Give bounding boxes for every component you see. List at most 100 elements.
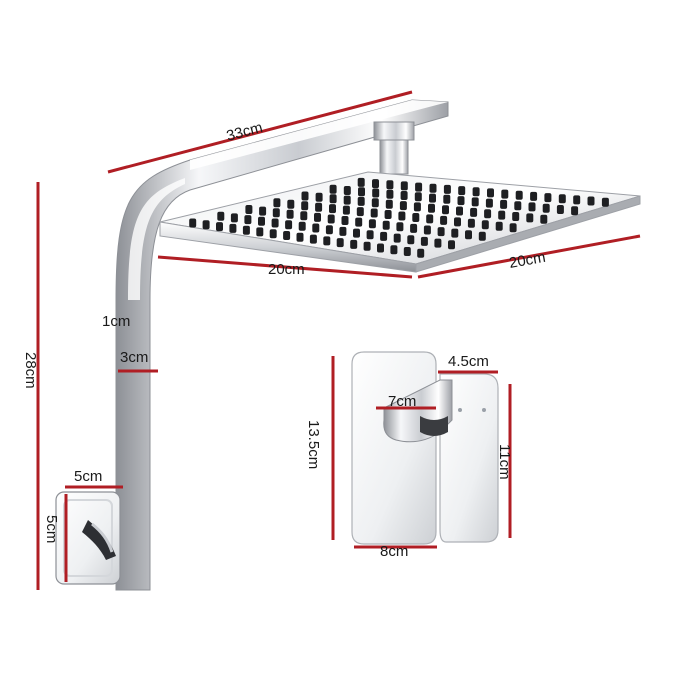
nozzle (230, 213, 238, 223)
nozzle (440, 215, 448, 225)
label-handle-height: 11cm (496, 444, 513, 480)
nozzle (457, 196, 465, 206)
nozzle (526, 213, 534, 223)
nozzle (571, 206, 579, 216)
nozzle (410, 223, 418, 233)
nozzle (515, 190, 523, 200)
nozzle (286, 209, 294, 219)
nozzle (587, 196, 595, 206)
nozzle (498, 210, 506, 220)
shower-head (159, 171, 641, 273)
nozzle (327, 214, 335, 224)
dimension-lines (36, 90, 641, 590)
nozzle (258, 216, 265, 226)
wall-elbow-plate (55, 491, 121, 585)
nozzle (296, 232, 304, 242)
nozzle (429, 183, 437, 193)
dim-line-arm-length (107, 90, 413, 174)
nozzle (443, 184, 451, 194)
nozzle (312, 223, 320, 233)
nozzle (478, 231, 486, 241)
nozzle (372, 179, 379, 189)
nozzle (343, 195, 351, 205)
nozzle (329, 194, 337, 204)
nozzle (500, 199, 508, 209)
nozzle (456, 206, 463, 216)
nozzle (244, 215, 252, 225)
nozzle (372, 188, 380, 198)
label-base-width: 5cm (74, 468, 102, 485)
nozzle (363, 241, 371, 251)
nozzle (542, 203, 550, 213)
mixer (351, 351, 499, 545)
nozzle (343, 186, 351, 195)
nozzle (315, 202, 323, 212)
nozzle (202, 220, 210, 230)
nozzle (342, 205, 350, 215)
nozzle (512, 212, 520, 221)
label-base-height: 5cm (43, 515, 60, 543)
nozzle (380, 231, 388, 241)
shower-head-nozzles (189, 177, 609, 258)
nozzle (217, 211, 225, 221)
wall-elbow-spout (82, 520, 116, 560)
nozzle (242, 225, 250, 235)
nozzle (256, 227, 264, 237)
nozzle (407, 235, 415, 245)
nozzle (471, 197, 479, 207)
nozzle (437, 227, 445, 237)
head-connector (373, 121, 415, 175)
cold-indicator (482, 408, 486, 412)
label-handle-length: 7cm (388, 393, 416, 410)
nozzle (414, 192, 422, 202)
nozzle (272, 208, 280, 218)
nozzle (386, 189, 394, 199)
hot-indicator (458, 408, 462, 412)
label-head-width: 20cm (268, 261, 305, 278)
nozzle (368, 219, 376, 229)
nozzle (451, 228, 459, 238)
nozzle (428, 203, 435, 213)
nozzle (315, 192, 323, 202)
nozzle (358, 187, 365, 197)
mixer-back-plate (351, 351, 437, 545)
nozzle (273, 198, 281, 208)
nozzle (420, 236, 428, 246)
nozzle (485, 198, 493, 208)
nozzle (323, 236, 331, 246)
nozzle (329, 184, 337, 194)
nozzle (271, 218, 279, 228)
nozzle (544, 193, 552, 203)
nozzle (454, 217, 461, 227)
nozzle (484, 209, 492, 219)
nozzle (384, 210, 392, 219)
nozzle (314, 212, 321, 222)
nozzle (357, 177, 365, 187)
nozzle (413, 202, 421, 212)
nozzle (403, 247, 411, 256)
nozzle (377, 243, 384, 253)
nozzle (382, 220, 390, 230)
nozzle (556, 205, 564, 214)
nozzle (298, 221, 306, 231)
nozzle (458, 186, 466, 196)
nozzle (442, 205, 449, 215)
nozzle (443, 194, 451, 204)
shower-head-side (415, 195, 641, 273)
nozzle (434, 238, 442, 248)
nozzle (355, 217, 363, 227)
label-mixer-plate-width: 8cm (380, 543, 408, 560)
nozzle (386, 180, 394, 190)
nozzle (325, 225, 333, 235)
nozzle (481, 220, 489, 230)
nozzle (189, 218, 197, 228)
nozzle (514, 201, 522, 211)
wall-elbow (55, 491, 121, 585)
shower-arm (115, 99, 449, 591)
nozzle (390, 245, 398, 255)
nozzle (385, 199, 393, 209)
nozzle (530, 191, 538, 201)
nozzle (301, 191, 309, 201)
nozzle (370, 208, 378, 218)
